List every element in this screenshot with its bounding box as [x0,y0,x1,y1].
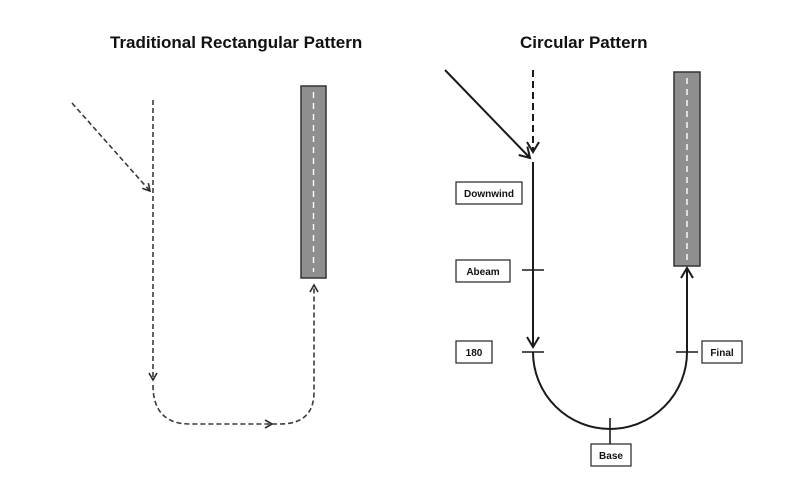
rectangular-pattern [71,85,327,429]
title-rectangular-pattern: Traditional Rectangular Pattern [110,33,363,52]
circular-turn [532,351,688,430]
label-downwind-text: Downwind [464,189,514,200]
label-abeam-text: Abeam [466,267,499,278]
base-leg [152,384,274,429]
label-base-text: Base [599,451,623,462]
title-circular-pattern: Circular Pattern [520,33,648,52]
label-180: 180 [455,340,493,364]
label-base: Base [590,443,632,467]
entry-leg [71,102,152,193]
label-abeam: Abeam [455,259,511,283]
entry-leg-circular [444,69,532,160]
label-180-text: 180 [466,348,483,359]
final-leg [272,283,319,425]
label-final: Final [701,340,743,364]
label-downwind: Downwind [455,181,523,205]
circular-pattern [444,69,701,444]
label-final-text: Final [710,348,734,359]
